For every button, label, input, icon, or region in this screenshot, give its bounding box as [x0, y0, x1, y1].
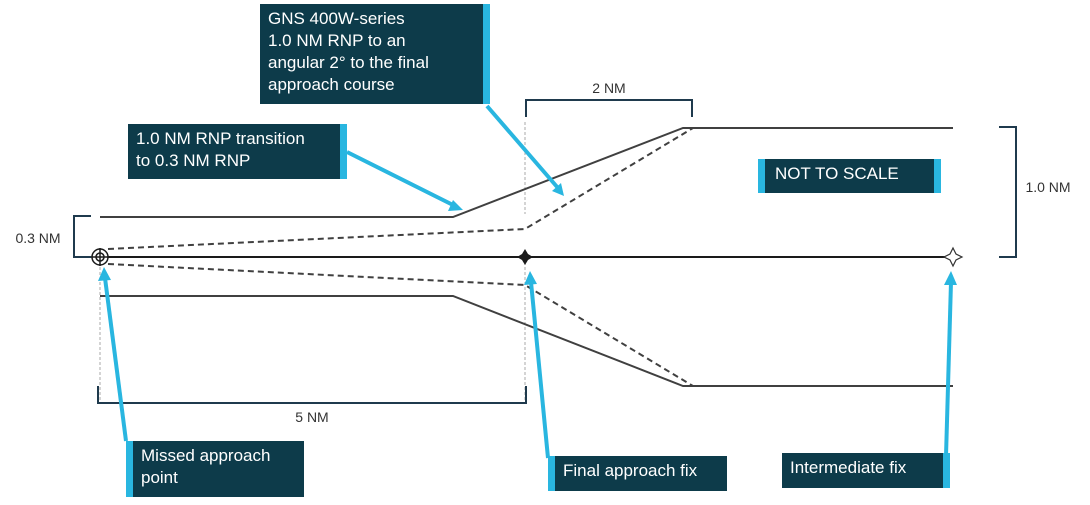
transition-callout: 1.0 NM RNP transition to 0.3 NM RNP	[128, 124, 347, 179]
five-nm-bracket	[97, 386, 527, 404]
zero-three-nm-bracket	[73, 215, 91, 258]
map-pointer-head	[98, 267, 111, 281]
gns-callout-text: GNS 400W-series 1.0 NM RNP to an angular…	[268, 9, 429, 94]
transition-callout-text: 1.0 NM RNP transition to 0.3 NM RNP	[136, 129, 305, 170]
not-to-scale-badge: NOT TO SCALE	[758, 159, 941, 193]
missed-approach-point-callout: Missed approach point	[126, 441, 304, 497]
gns-pointer-head	[552, 183, 564, 196]
if-pointer-head	[944, 271, 957, 285]
intermediate-fix-callout: Intermediate fix	[782, 453, 950, 488]
upper-rnp-boundary	[100, 127, 953, 218]
two-nm-bracket	[525, 99, 693, 117]
intermediate-fix-text: Intermediate fix	[790, 458, 907, 477]
missed-approach-point-icon	[91, 248, 109, 266]
lower-rnp-boundary	[100, 295, 953, 387]
map-pointer	[103, 277, 128, 442]
not-to-scale-text: NOT TO SCALE	[775, 164, 899, 183]
faf-pointer-head	[524, 271, 537, 285]
gns-pointer	[485, 104, 560, 190]
lower-angular-boundary	[107, 263, 694, 387]
zero-three-nm-label: 0.3 NM	[15, 230, 60, 246]
final-approach-fix-text: Final approach fix	[563, 461, 698, 480]
transition-pointer-head	[448, 200, 463, 211]
missed-approach-point-text: Missed approach point	[141, 446, 271, 487]
one-nm-bracket	[999, 126, 1017, 258]
two-nm-label: 2 NM	[592, 80, 625, 96]
faf-pointer	[529, 281, 550, 459]
final-approach-fix-icon	[517, 249, 533, 265]
transition-pointer	[346, 150, 456, 208]
if-pointer	[944, 281, 953, 457]
one-nm-label: 1.0 NM	[1025, 179, 1070, 195]
final-approach-fix-callout: Final approach fix	[548, 456, 727, 491]
gns-callout: GNS 400W-series 1.0 NM RNP to an angular…	[260, 4, 490, 104]
intermediate-fix-icon	[942, 246, 964, 268]
five-nm-label: 5 NM	[295, 409, 328, 425]
